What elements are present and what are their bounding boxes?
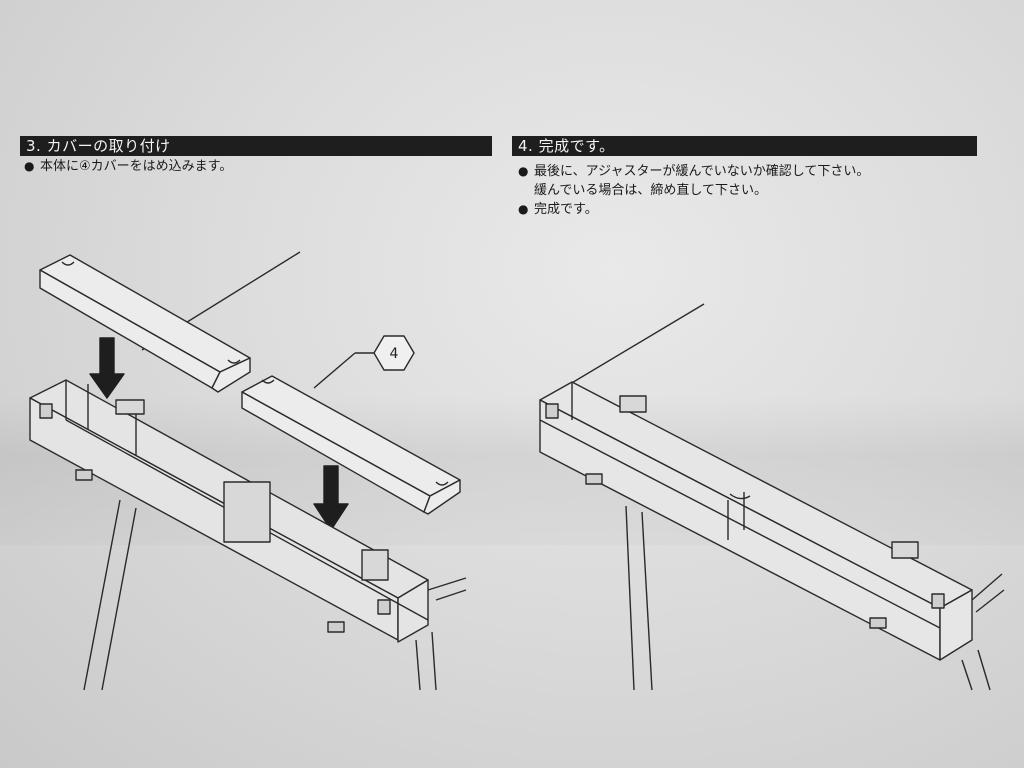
down-arrow-right <box>313 465 349 531</box>
wire-tray-body <box>29 379 429 643</box>
bullet-icon: ● <box>518 202 529 216</box>
callout-leader <box>313 352 356 389</box>
table-legs-step3 <box>83 499 467 691</box>
part-number-label: 4 <box>390 346 399 362</box>
step4-title: 4. 完成です。 <box>518 137 615 155</box>
part-4-hexagon <box>373 335 415 371</box>
step4-illustration <box>539 303 1005 691</box>
step4-bullet-1-line-1: 最後に、アジャスターが緩んでいないか確認して下さい。 <box>534 164 870 179</box>
step3-header: 3. カバーの取り付け <box>20 136 492 156</box>
cover-piece-upper <box>39 254 251 393</box>
step3-illustration: 4 <box>29 251 467 691</box>
assembled-tray <box>539 381 973 661</box>
cover-piece-4 <box>241 375 461 515</box>
step3-title: 3. カバーの取り付け <box>26 137 171 155</box>
step4-instructions: ● 最後に、アジャスターが緩んでいないか確認して下さい。 緩んでいる場合は、締め… <box>518 162 869 219</box>
step3-instructions: ● 本体に④カバーをはめ込みます。 <box>24 157 232 176</box>
bullet-icon: ● <box>24 159 35 173</box>
step4-bullet-2-text: 完成です。 <box>534 202 598 217</box>
step4-header: 4. 完成です。 <box>512 136 977 156</box>
table-edge-line <box>569 303 705 385</box>
step3-bullet-text: 本体に④カバーをはめ込みます。 <box>40 159 233 174</box>
bullet-icon: ● <box>518 164 529 178</box>
step4-bullet-1: ● 最後に、アジャスターが緩んでいないか確認して下さい。 <box>518 162 869 181</box>
step3-bullet: ● 本体に④カバーをはめ込みます。 <box>24 157 232 176</box>
step4-bullet-2: ● 完成です。 <box>518 200 869 219</box>
down-arrow-left <box>89 337 125 399</box>
table-legs-step4 <box>625 505 1005 691</box>
step4-bullet-1-line-2: 緩んでいる場合は、締め直して下さい。 <box>534 183 767 198</box>
